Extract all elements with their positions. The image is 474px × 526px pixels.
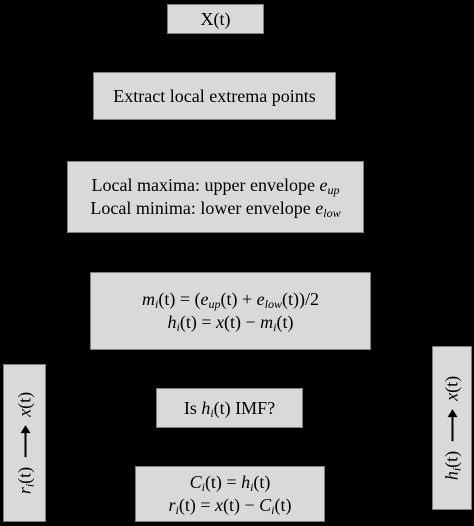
right-update-box: hi(t) x(t) bbox=[432, 346, 472, 510]
arrow-icon bbox=[451, 410, 453, 441]
r-equation: ri(t) = x(t) − Ci(t) bbox=[168, 495, 292, 517]
left-residual-box: ri(t) x(t) bbox=[3, 364, 46, 522]
right-update-label: hi(t) x(t) bbox=[441, 375, 464, 481]
left-residual-label: ri(t) x(t) bbox=[14, 391, 36, 495]
mean-equation: mi(t) = (eup(t) + elow(t))/2 bbox=[142, 289, 319, 311]
result-box: Ci(t) = hi(t) ri(t) = x(t) − Ci(t) bbox=[135, 466, 325, 522]
input-label: X(t) bbox=[200, 8, 231, 29]
mean-envelope-box: mi(t) = (eup(t) + elow(t))/2 hi(t) = x(t… bbox=[90, 272, 371, 350]
envelope-box: Local maxima: upper envelope eup Local m… bbox=[67, 161, 364, 233]
input-box: X(t) bbox=[167, 4, 264, 34]
imf-check-label: Is hi(t) IMF? bbox=[183, 397, 276, 420]
extract-extrema-box: Extract local extrema points bbox=[93, 72, 336, 120]
h-equation: hi(t) = x(t) − mi(t) bbox=[167, 312, 294, 334]
extract-extrema-label: Extract local extrema points bbox=[113, 85, 316, 106]
upper-envelope-line: Local maxima: upper envelope eup bbox=[91, 175, 340, 197]
c-equation: Ci(t) = hi(t) bbox=[189, 472, 271, 494]
imf-check-box: Is hi(t) IMF? bbox=[156, 388, 303, 428]
lower-envelope-line: Local minima: lower envelope elow bbox=[90, 198, 341, 220]
arrow-icon bbox=[23, 426, 26, 457]
